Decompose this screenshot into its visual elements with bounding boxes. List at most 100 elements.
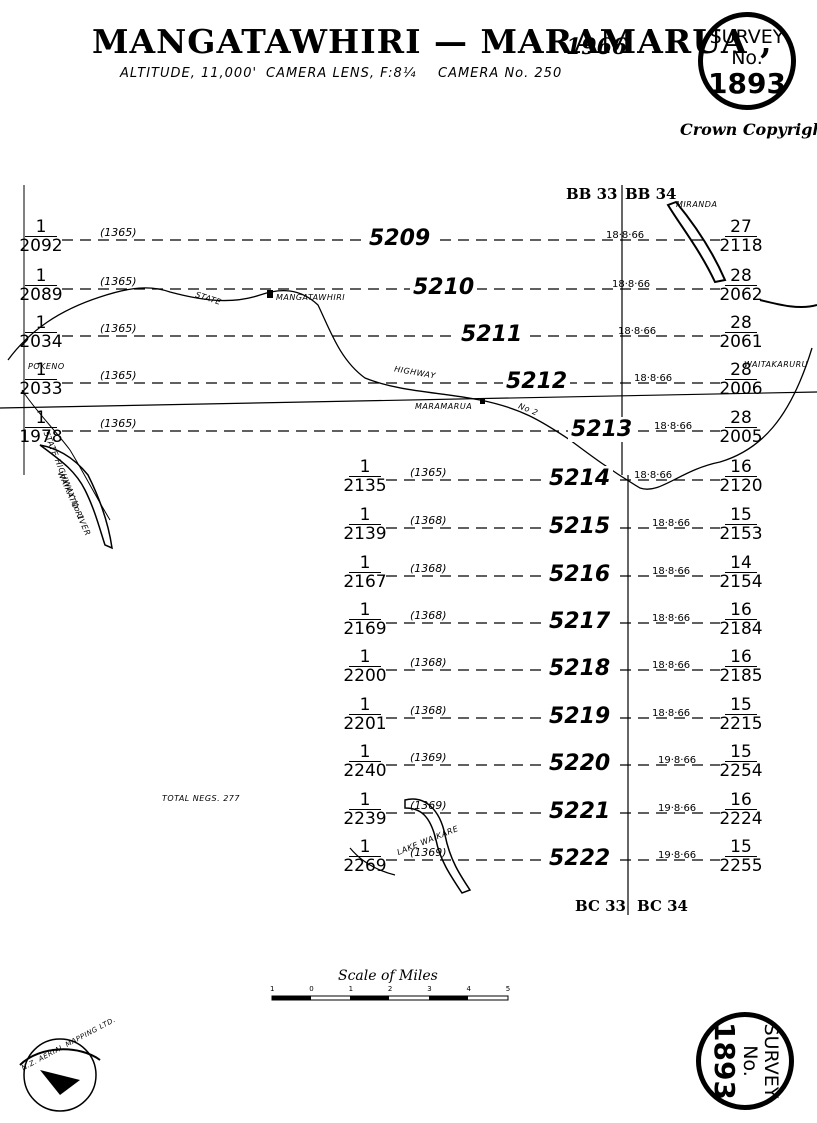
- film-label: (1365): [410, 466, 447, 479]
- lens-label: CAMERA LENS, F:8¼: [266, 66, 417, 81]
- start-frame-bottom: 2089: [19, 285, 63, 305]
- flight-date: 18·8·66: [652, 660, 691, 671]
- place-waitakaruru: WAITAKARURU: [744, 360, 809, 369]
- flight-date: 18·8·66: [652, 518, 691, 529]
- start-frame-top: 1: [25, 267, 57, 286]
- film-number: (1369): [410, 799, 447, 812]
- film-number: (1369): [410, 846, 447, 859]
- start-frame-bottom: 2167: [343, 572, 387, 592]
- end-frame-bottom: 2184: [719, 619, 763, 639]
- end-frame-bottom: 2120: [719, 476, 763, 496]
- flight-date: 19·8·66: [658, 850, 697, 861]
- end-frame-bottom: 2062: [719, 285, 763, 305]
- run-label: 5220: [546, 751, 614, 776]
- date-label: 19·8·66: [658, 755, 696, 766]
- start-frame-bottom: 2201: [343, 714, 387, 734]
- start-frame-top: 1: [349, 791, 381, 810]
- place-miranda: MIRANDA: [676, 200, 718, 209]
- start-frame-bottom: 2092: [19, 236, 63, 256]
- badge-word-no: No.: [739, 1045, 761, 1077]
- end-frame-top: 28: [725, 267, 757, 286]
- scale-tick-label: 3: [427, 985, 432, 993]
- start-frame-top: 1: [25, 314, 57, 333]
- end-frame-top: 15: [725, 506, 757, 525]
- run-number: 5216: [546, 562, 614, 587]
- film-number: (1369): [410, 751, 447, 764]
- film-label: (1368): [410, 609, 447, 622]
- end-frame-top: 28: [725, 361, 757, 380]
- flight-date: 18·8·66: [612, 279, 651, 290]
- start-frame-top: 1: [25, 409, 57, 428]
- date-label: 19·8·66: [658, 850, 696, 861]
- film-number: (1365): [100, 322, 137, 335]
- place-mangatawhiri: MANGATAWHIRI: [276, 293, 346, 302]
- scale-tick-label: 1: [348, 985, 354, 993]
- end-frame-bottom: 2185: [719, 666, 763, 686]
- film-label: (1365): [100, 322, 137, 335]
- start-frame-bottom: 2169: [343, 619, 387, 639]
- date-label: 18·8·66: [652, 613, 690, 624]
- badge-number: 1893: [708, 1022, 741, 1100]
- run-label: 5210: [410, 275, 478, 300]
- scale-tick-label: 1: [270, 985, 275, 993]
- badge-number: 1893: [708, 67, 786, 100]
- date-label: 18·8·66: [652, 660, 690, 671]
- run-number: 5222: [546, 846, 614, 871]
- run-label: 5211: [458, 322, 526, 347]
- flight-date: 19·8·66: [658, 755, 697, 766]
- end-frame-bottom: 2153: [719, 524, 763, 544]
- end-frame-top: 28: [725, 314, 757, 333]
- run-number: 5217: [546, 609, 614, 634]
- run-label: 5221: [546, 799, 614, 824]
- date-label: 18·8·66: [618, 326, 656, 337]
- end-frame-bottom: 2061: [719, 332, 763, 352]
- start-frame-top: 1: [349, 458, 381, 477]
- start-frame-top: 1: [349, 838, 381, 857]
- film-label: (1369): [410, 751, 447, 764]
- run-label: 5209: [366, 226, 434, 251]
- end-frame-bottom: 2118: [719, 236, 763, 256]
- film-number: (1365): [100, 417, 137, 430]
- film-label: (1365): [100, 226, 137, 239]
- film-label: (1365): [100, 275, 137, 288]
- run-number: 5219: [546, 704, 614, 729]
- run-number: 5220: [546, 751, 614, 776]
- scale-title: Scale of Miles: [338, 968, 438, 984]
- end-frame-top: 16: [725, 458, 757, 477]
- sheet-label-bc34: BC 34: [637, 897, 688, 915]
- film-number: (1368): [410, 562, 447, 575]
- start-frame-top: 1: [349, 506, 381, 525]
- scale-tick-label: 2: [387, 985, 393, 993]
- date-label: 18·8·66: [652, 566, 690, 577]
- flight-date: 18·8·66: [654, 421, 693, 432]
- start-frame-bottom: 2240: [343, 761, 387, 781]
- film-label: (1368): [410, 704, 447, 717]
- badge-word-survey: SURVEY: [760, 1023, 782, 1099]
- run-number: 5210: [410, 275, 478, 300]
- sheet-label-bb33: BB 33: [566, 185, 618, 203]
- start-frame-top: 1: [349, 554, 381, 573]
- run-label: 5218: [546, 656, 614, 681]
- start-frame-top: 1: [349, 743, 381, 762]
- start-frame-bottom: 2033: [19, 379, 63, 399]
- flight-date: 18·8·66: [652, 613, 691, 624]
- start-frame-bottom: 2034: [19, 332, 63, 352]
- scale-tick-label: 5: [505, 985, 511, 993]
- badge-word-no: No.: [731, 47, 763, 69]
